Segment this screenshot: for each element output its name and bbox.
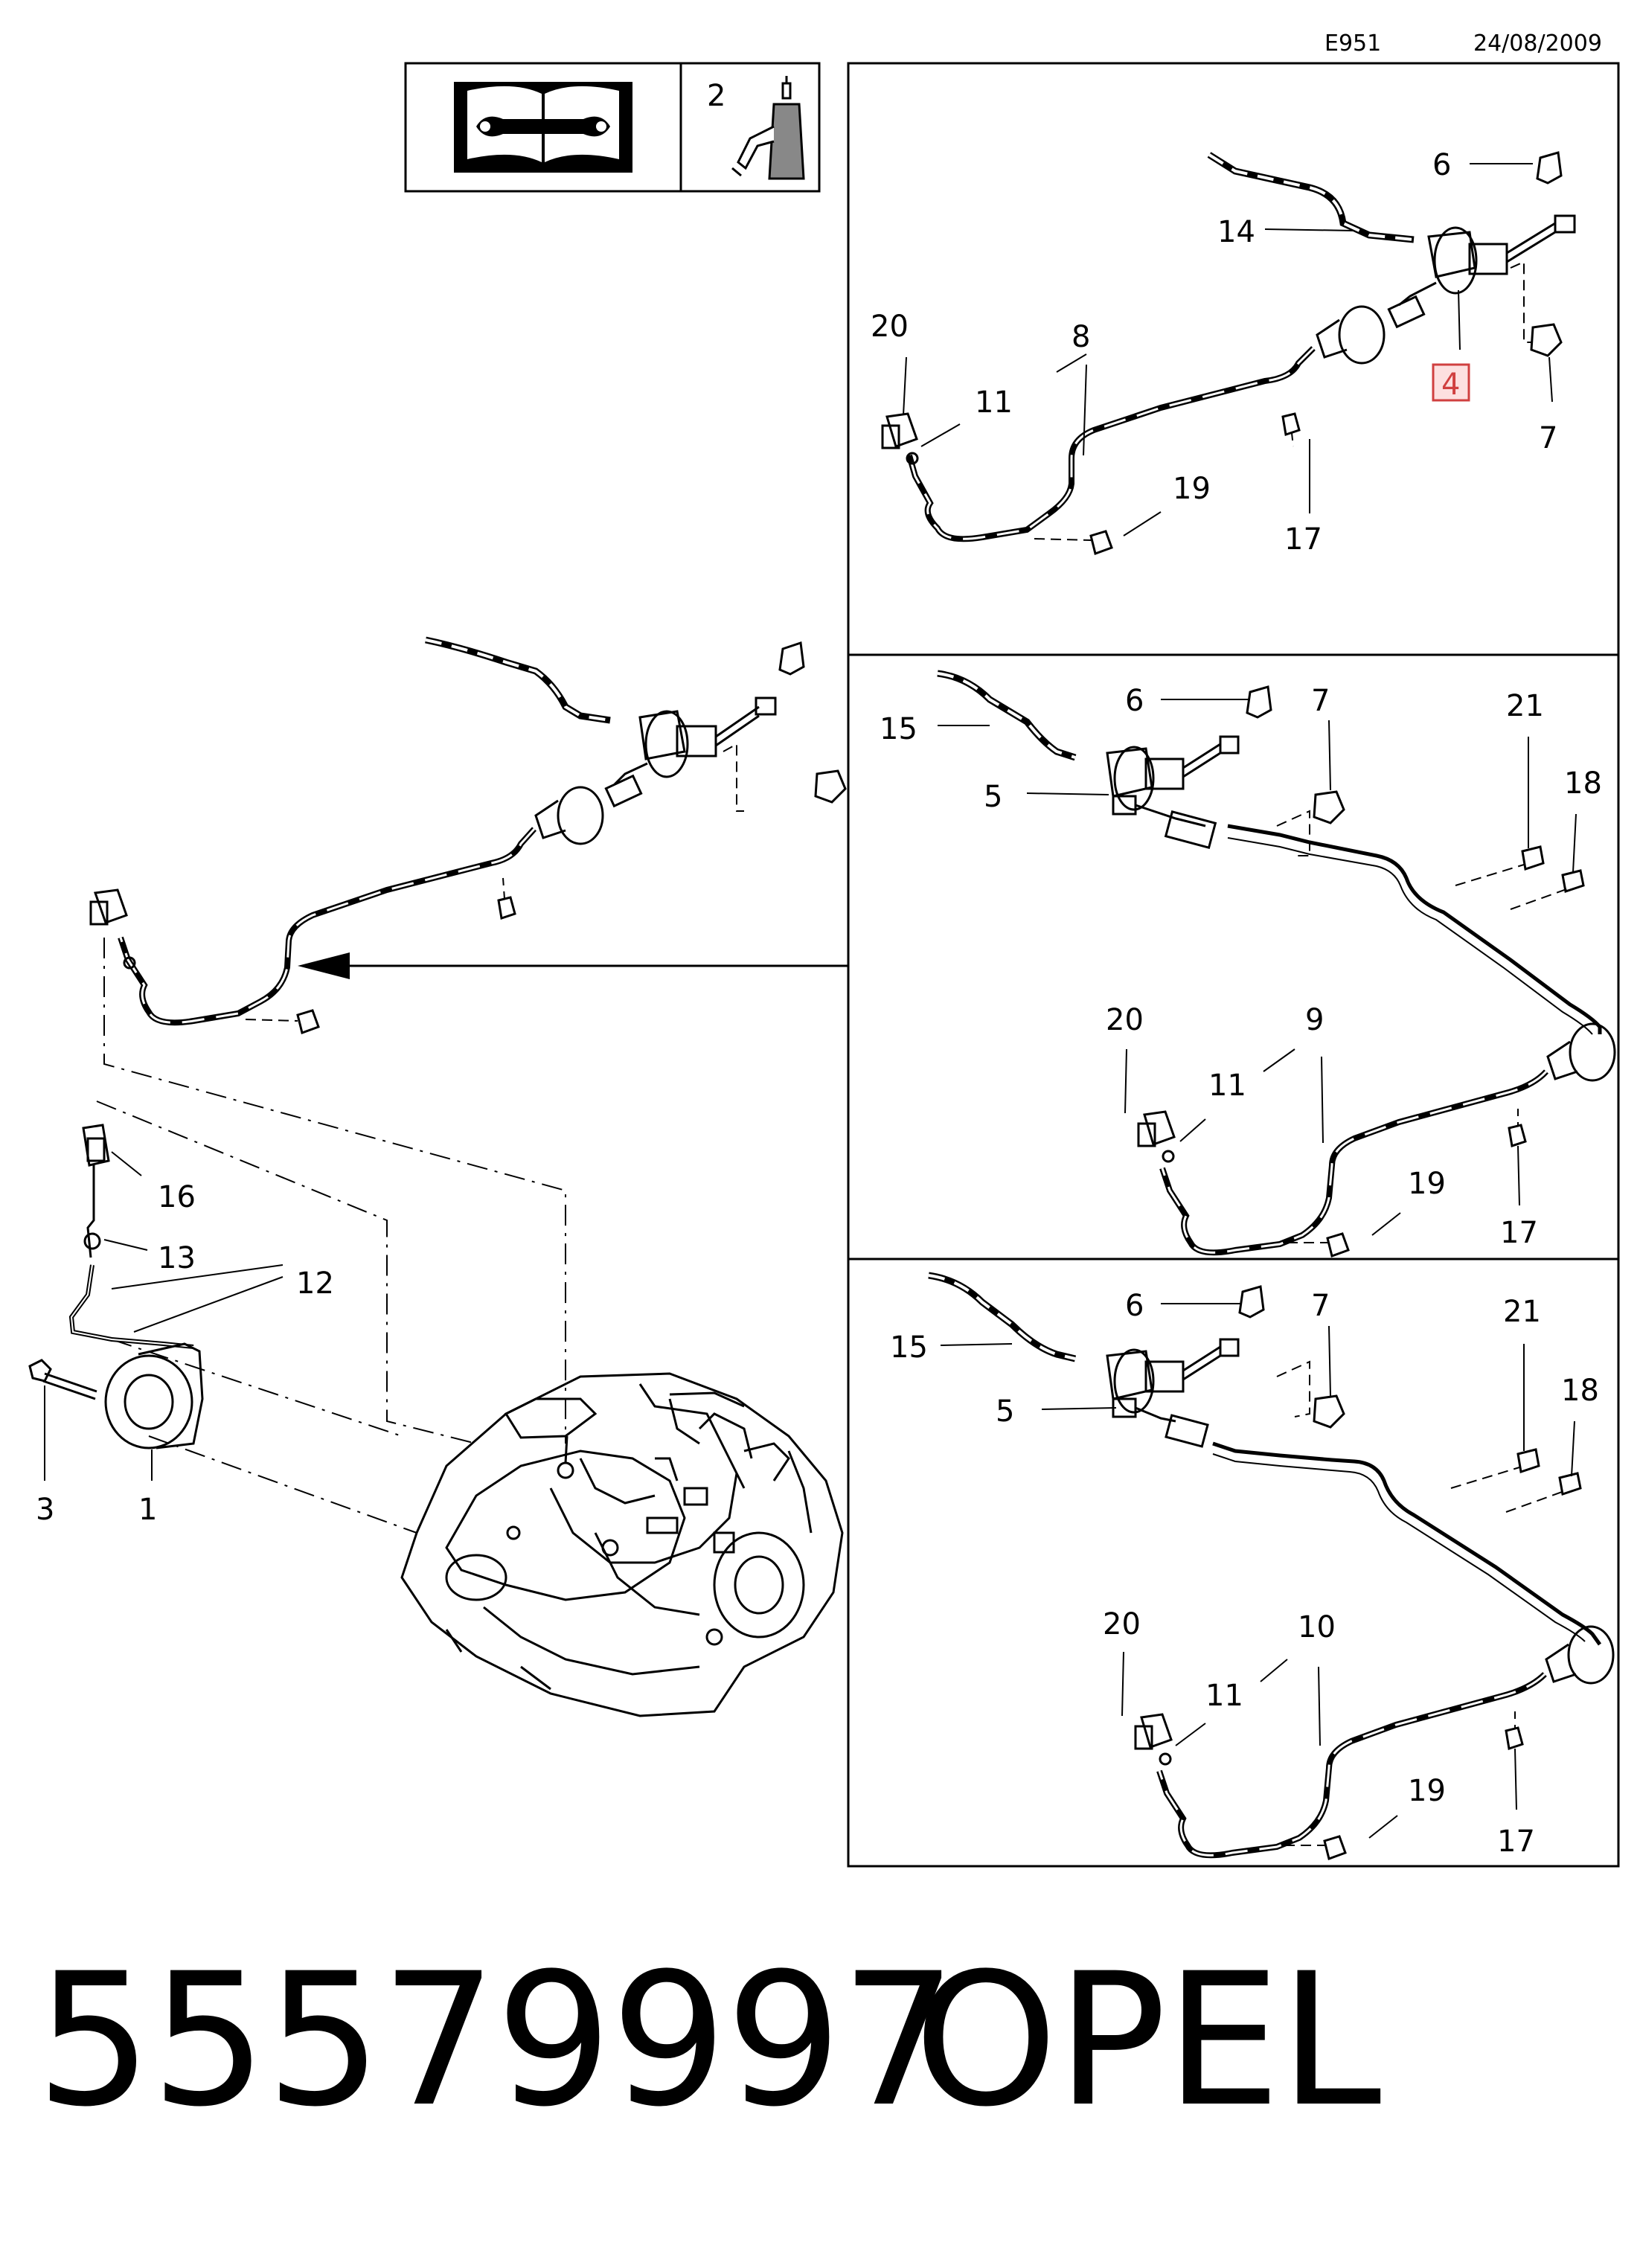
- icon-box: [404, 62, 821, 193]
- footer-brand: OPEL: [914, 1935, 1381, 2147]
- panel-middle-label-17: 17: [1500, 1216, 1538, 1250]
- panel-middle-label-9: 9: [1305, 1003, 1324, 1037]
- panel-top-label-20: 20: [871, 310, 909, 344]
- panel-bottom-label-20: 20: [1103, 1607, 1141, 1641]
- panel-bottom-label-17: 17: [1497, 1825, 1535, 1859]
- panel-top-label-6: 6: [1432, 148, 1451, 182]
- panel-top-label-7: 7: [1539, 421, 1557, 455]
- panel-middle-label-7: 7: [1311, 684, 1330, 718]
- gearbox-housing: [400, 1372, 844, 1717]
- panel-middle-label-6: 6: [1125, 684, 1144, 718]
- panel-middle-frame: [847, 653, 1620, 1260]
- panel-top-label-14: 14: [1217, 215, 1255, 249]
- panel-top-label-17: 17: [1284, 522, 1322, 557]
- main-label-1: 1: [138, 1493, 157, 1527]
- panel-frames: [847, 62, 1620, 1868]
- panel-middle-label-19: 19: [1408, 1167, 1446, 1201]
- highlighted-part-box: [1432, 363, 1470, 402]
- panel-middle: [937, 670, 1616, 1258]
- reference-arrow: [298, 952, 848, 979]
- footer-part-number: 55579997: [36, 1935, 957, 2147]
- panel-middle-label-11: 11: [1208, 1069, 1246, 1103]
- panel-bottom-label-18: 18: [1561, 1374, 1599, 1408]
- slave-cylinder-assembly: [28, 1124, 284, 1481]
- panel-middle-label-5: 5: [984, 780, 1002, 814]
- manual-book-wrench-icon: [454, 82, 632, 173]
- panel-top-label-11: 11: [975, 385, 1013, 420]
- panel-middle-label-15: 15: [880, 712, 917, 746]
- main-label-3: 3: [36, 1493, 54, 1527]
- fluid-bottle-icon: [731, 76, 805, 180]
- panel-top-frame: [847, 62, 1620, 656]
- main-label-12: 12: [296, 1266, 334, 1301]
- main-label-16: 16: [158, 1180, 196, 1214]
- panel-top-label-4-highlighted: 4: [1441, 368, 1460, 402]
- main-label-13: 13: [158, 1241, 196, 1275]
- panel-bottom-label-21: 21: [1503, 1295, 1541, 1329]
- panel-bottom-label-7: 7: [1311, 1289, 1330, 1323]
- panel-top-label-8: 8: [1072, 320, 1090, 354]
- panel-bottom: [928, 1272, 1615, 1860]
- panel-top: [881, 151, 1576, 555]
- panel-top-label-19: 19: [1173, 472, 1211, 506]
- panel-bottom-label-15: 15: [890, 1330, 928, 1365]
- header-code: E951: [1325, 31, 1381, 57]
- panel-middle-label-18: 18: [1564, 766, 1602, 801]
- panel-bottom-label-6: 6: [1125, 1289, 1144, 1323]
- icon-box-label: 2: [707, 79, 725, 113]
- panel-bottom-label-11: 11: [1205, 1679, 1243, 1713]
- main-hydraulic-assembly: [89, 636, 847, 1034]
- dash-dot-reference-lines: [96, 938, 566, 1534]
- header-date: 24/08/2009: [1473, 31, 1602, 57]
- panel-bottom-label-10: 10: [1298, 1610, 1336, 1644]
- panel-middle-label-21: 21: [1506, 689, 1544, 723]
- panel-bottom-label-5: 5: [996, 1394, 1014, 1429]
- panel-bottom-label-19: 19: [1408, 1774, 1446, 1808]
- panel-bottom-frame: [847, 1258, 1620, 1868]
- panel-middle-label-20: 20: [1106, 1003, 1144, 1037]
